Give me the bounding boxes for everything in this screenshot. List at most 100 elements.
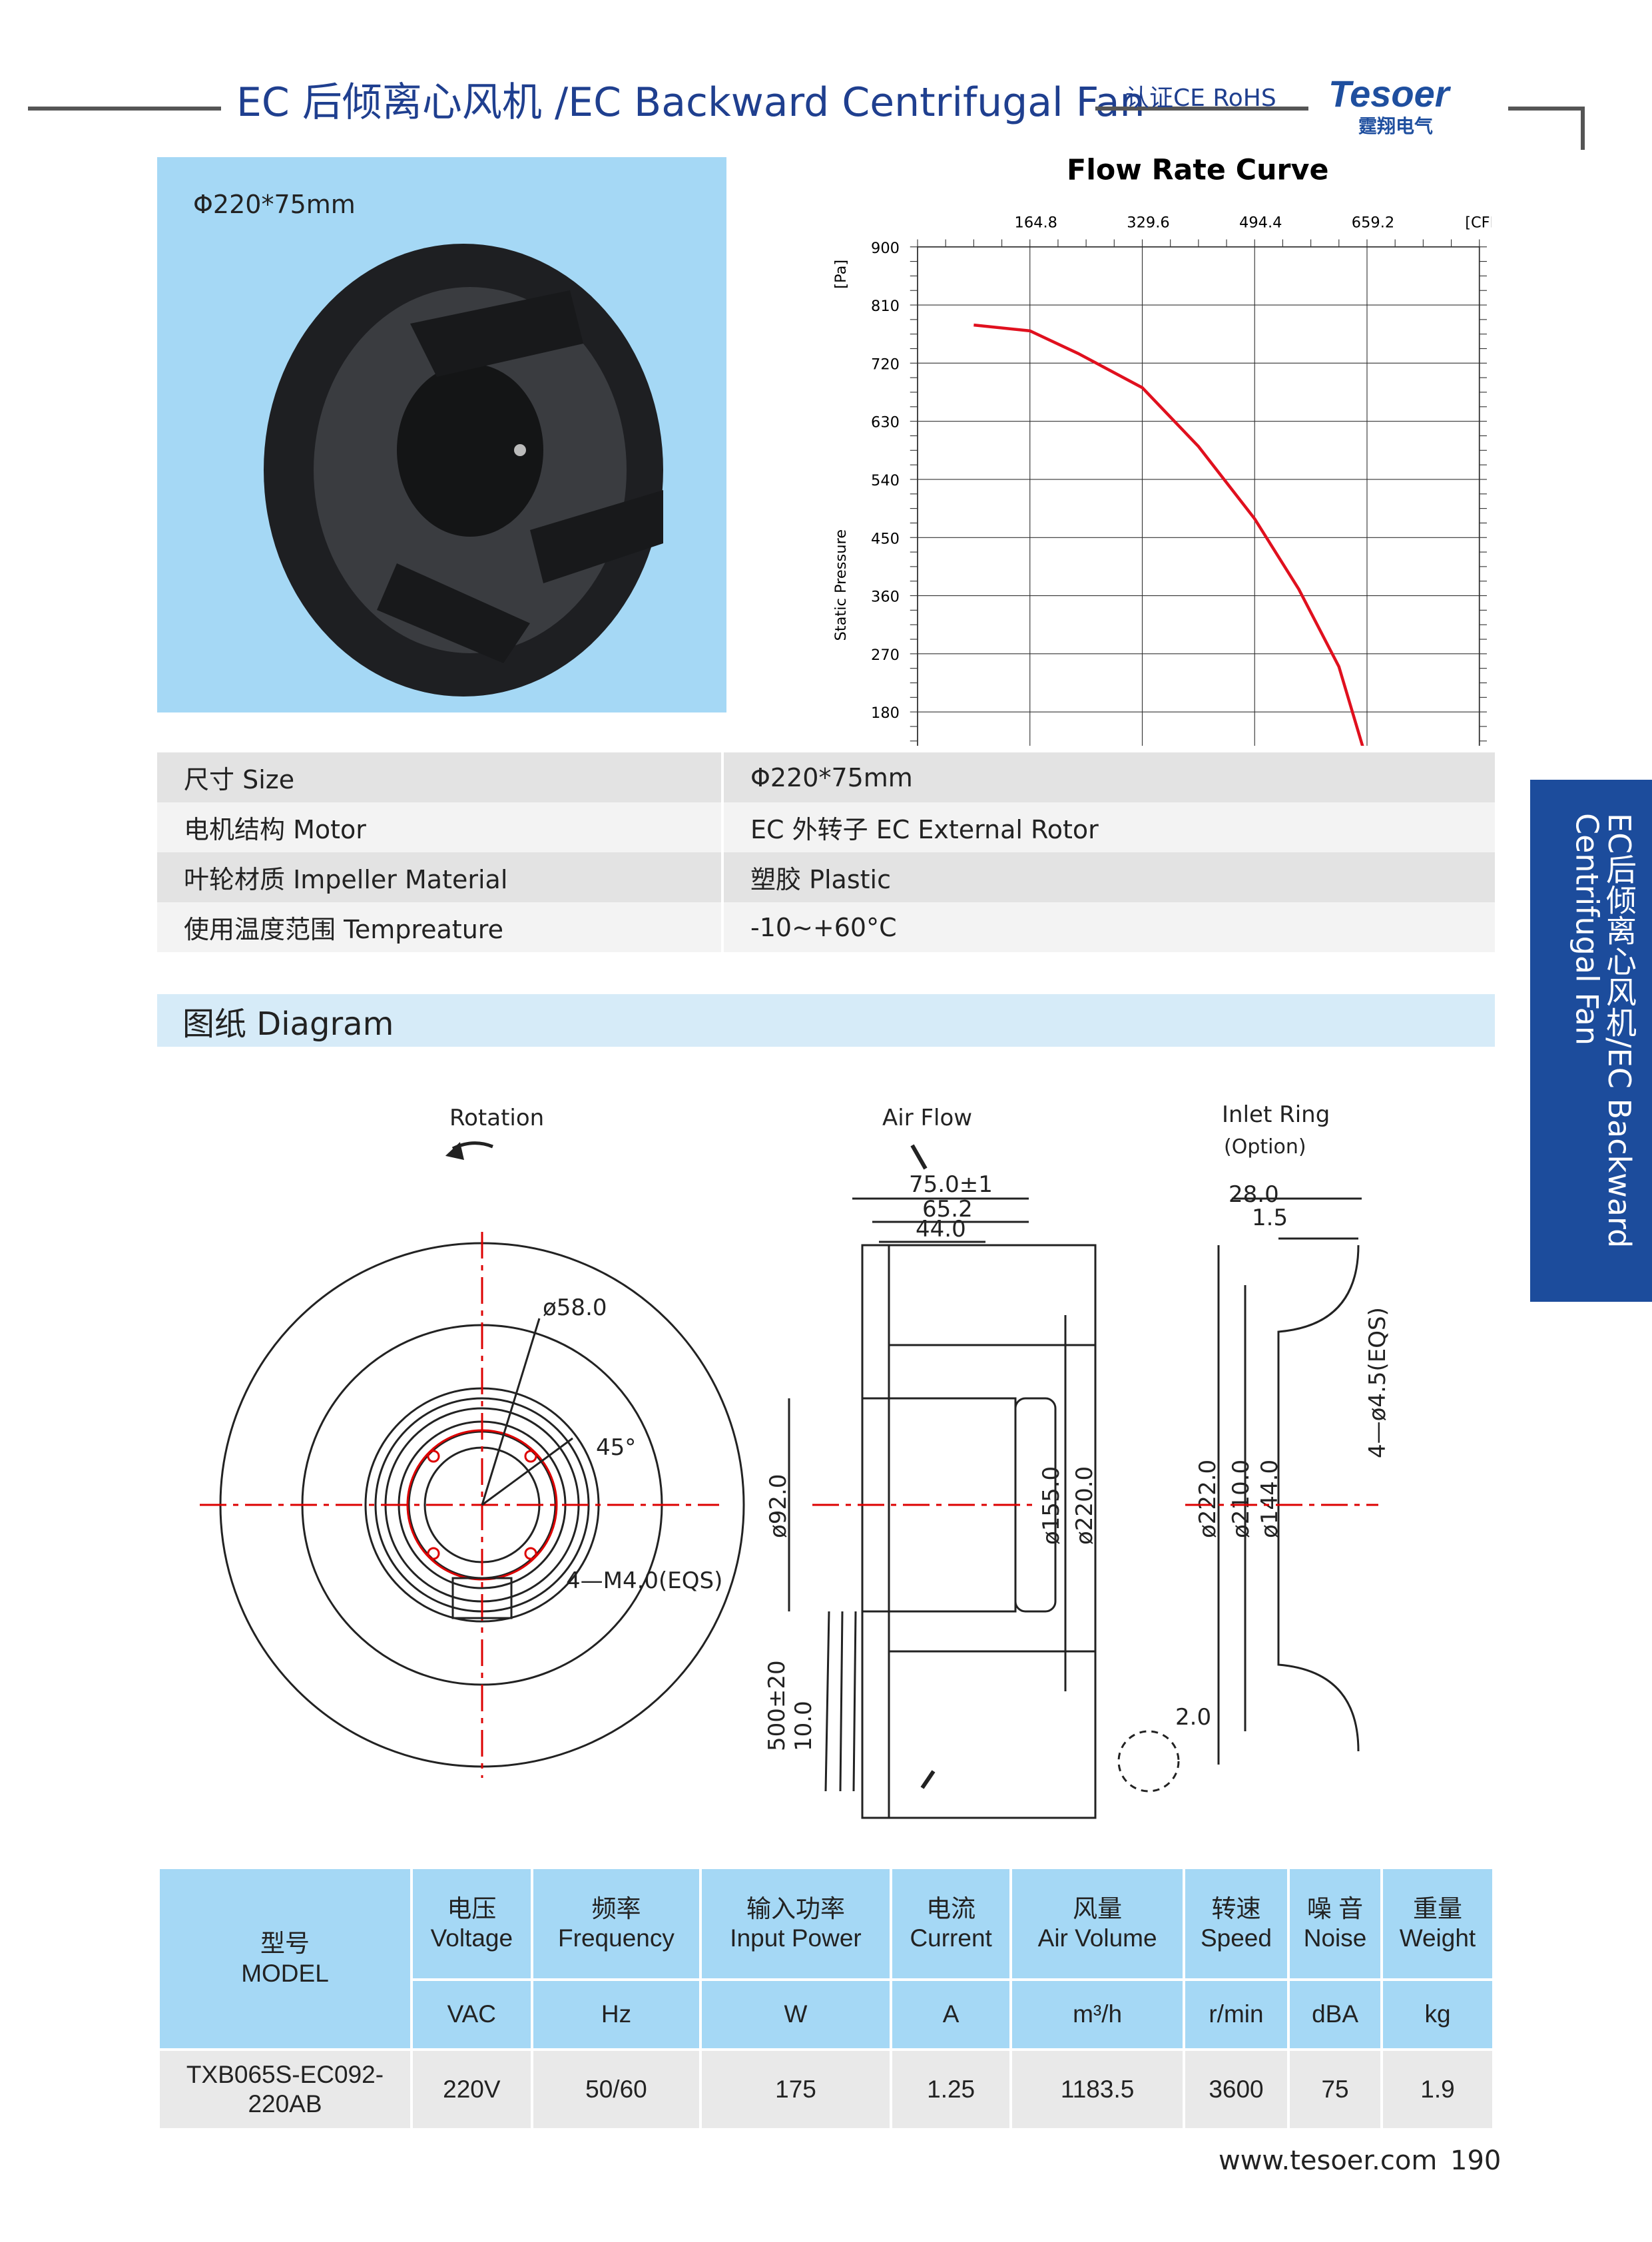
- dim-w75: 75.0±1: [909, 1171, 993, 1198]
- header-rule-right: [1508, 107, 1585, 111]
- inlet-ring-option: (Option): [1224, 1135, 1306, 1159]
- header-rule-left: [28, 107, 221, 111]
- spec-value: Φ220*75mm: [750, 762, 913, 792]
- cell: 75: [1287, 2048, 1383, 2131]
- unit-cell: A: [889, 1978, 1013, 2051]
- top-tick-label: 164.8: [1015, 214, 1057, 232]
- top-tick-label: 659.2: [1352, 214, 1394, 232]
- dim-w44: 44.0: [916, 1216, 966, 1243]
- y-tick-label: 900: [871, 240, 900, 257]
- dim-d222: ø222.0: [1195, 1460, 1221, 1538]
- dim-d58: ø58.0: [543, 1294, 607, 1321]
- unit-cell: r/min: [1182, 1978, 1290, 2051]
- fan-image: [264, 244, 663, 697]
- cell: 3600: [1182, 2048, 1290, 2131]
- unit-cell: dBA: [1287, 1978, 1383, 2051]
- product-photo: [157, 157, 726, 712]
- spec-row: 使用温度范围 Tempreature-10~+60°C: [157, 902, 1495, 952]
- cell: 220V: [410, 2048, 533, 2131]
- y-axis-unit: [Pa]: [832, 260, 850, 289]
- header-rule-corner: [1581, 107, 1585, 150]
- dim-d210: ø210.0: [1228, 1460, 1254, 1538]
- dim-l10: 10.0: [790, 1701, 817, 1751]
- dim-m4: 4—M4.0(EQS): [566, 1567, 722, 1594]
- dim-d92: ø92.0: [765, 1474, 792, 1538]
- product-size-label: Φ220*75mm: [193, 190, 356, 219]
- spec-key: 叶轮材质 Impeller Material: [157, 852, 724, 902]
- top-tick-label: 329.6: [1127, 214, 1169, 232]
- y-tick-label: 450: [871, 530, 900, 547]
- brand-logo: Tesoer: [1328, 73, 1450, 115]
- y-tick-label: 630: [871, 414, 900, 431]
- spec-value: 塑胶 Plastic: [750, 865, 891, 894]
- dim-r28: 28.0: [1229, 1181, 1279, 1208]
- air-flow-label: Air Flow: [882, 1105, 972, 1131]
- unit-cell: m³/h: [1009, 1978, 1185, 2051]
- y-axis-label: Static Pressure: [832, 529, 850, 641]
- brand-logo-sub: 霆翔电气: [1358, 115, 1434, 137]
- unit-cell: kg: [1380, 1978, 1496, 2051]
- cell: 1.9: [1380, 2048, 1496, 2131]
- dim-h45: 4—ø4.5(EQS): [1364, 1307, 1391, 1458]
- unit-cell: W: [699, 1978, 892, 2051]
- y-tick-label: 540: [871, 472, 900, 489]
- cell: 175: [699, 2048, 892, 2131]
- y-tick-label: 360: [871, 589, 900, 606]
- technical-drawing: Rotation ø58.0 45° 4—M4.0(EQS) Air Flow …: [200, 1101, 1391, 1819]
- diagram-heading: 图纸 Diagram: [157, 994, 1495, 1047]
- y-tick-label: 810: [871, 298, 900, 315]
- flow-rate-curve: [973, 323, 1364, 746]
- plot-frame: [917, 246, 1480, 746]
- inlet-ring-label: Inlet Ring: [1222, 1101, 1330, 1128]
- y-tick-label: 720: [871, 356, 900, 373]
- flow-rate-chart: 00909.118018.327027.536036.745045.954055…: [832, 154, 1492, 746]
- model-header-en: MODEL: [241, 1959, 329, 1987]
- side-category-label: EC后倾离心风机/EC Backward Centrifugal Fan: [1569, 813, 1637, 1249]
- page-title: EC 后倾离心风机 /EC Backward Centrifugal Fan: [236, 79, 1145, 126]
- spec-row: 叶轮材质 Impeller Material 塑胶 Plastic: [157, 852, 1495, 902]
- dim-l500: 500±20: [764, 1660, 790, 1751]
- dim-angle-45: 45°: [596, 1434, 636, 1461]
- website-link[interactable]: www.tesoer.com: [1219, 2145, 1438, 2176]
- spec-key: 使用温度范围 Tempreature: [157, 902, 724, 952]
- page-number: 190: [1450, 2145, 1502, 2176]
- cell: 1183.5: [1009, 2048, 1185, 2131]
- top-tick-label: 494.4: [1239, 214, 1282, 232]
- dim-w65: 65.2: [922, 1196, 973, 1223]
- side-category-tab: EC后倾离心风机/EC Backward Centrifugal Fan: [1530, 780, 1652, 1302]
- header-rule-mid: [1095, 107, 1308, 111]
- front-view: [200, 1141, 745, 1778]
- dim-t20: 2.0: [1175, 1704, 1211, 1731]
- cell: 50/60: [530, 2048, 702, 2131]
- dim-d220: ø220.0: [1071, 1466, 1098, 1545]
- rotation-label: Rotation: [449, 1105, 544, 1131]
- cell: TXB065S-EC092-220AB: [157, 2048, 413, 2131]
- inlet-ring-view: [1117, 1197, 1378, 1793]
- model-header-cn: 型号: [260, 1930, 310, 1958]
- dim-d155: ø155.0: [1038, 1466, 1065, 1545]
- side-view: [788, 1144, 1097, 1819]
- unit-cell: Hz: [530, 1978, 702, 2051]
- dim-r15: 1.5: [1252, 1205, 1288, 1231]
- spec-key: 尺寸 Size: [157, 752, 724, 802]
- certification-label: 认证CE RoHS: [1125, 85, 1276, 112]
- chart-title: Flow Rate Curve: [1067, 154, 1328, 187]
- top-axis-unit: [CFM]: [1465, 214, 1492, 232]
- spec-row: 尺寸 Size Φ220*75mm: [157, 752, 1495, 802]
- cell: 1.25: [889, 2048, 1013, 2131]
- spec-key: 电机结构 Motor: [157, 802, 724, 852]
